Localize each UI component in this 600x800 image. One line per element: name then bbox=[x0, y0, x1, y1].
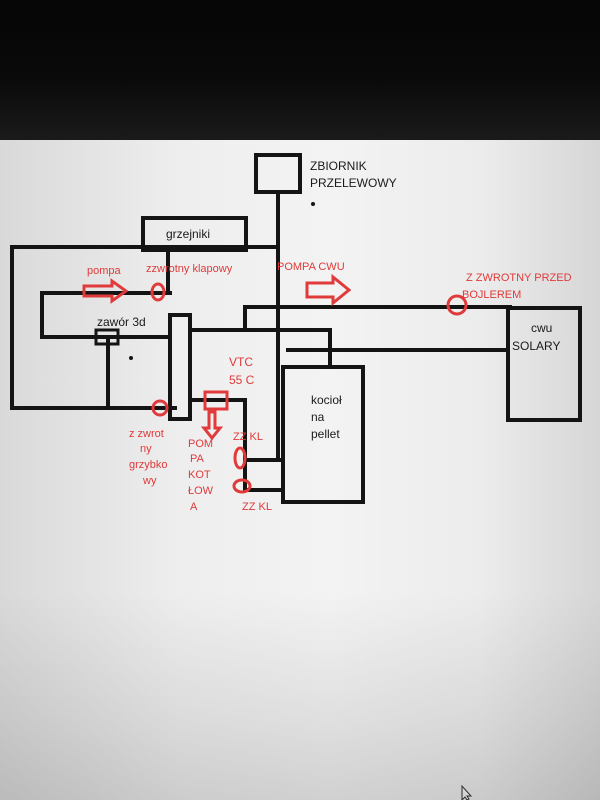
valve-3d-label: zawór 3d bbox=[97, 315, 146, 329]
dot-mark bbox=[129, 356, 133, 360]
dot-mark bbox=[311, 202, 315, 206]
boiler-label-line1: kocioł bbox=[311, 393, 342, 407]
vtc-label-line1: VTC bbox=[229, 355, 253, 369]
tank-label-line2: PRZELEWOWY bbox=[310, 176, 397, 190]
check-valve-flap-label: zzwrotny klapowy bbox=[146, 263, 233, 275]
zz-kl-bottom-label: ZZ KL bbox=[242, 501, 272, 513]
check-mushroom-label-1: ny bbox=[140, 443, 152, 455]
boiler-pump-label-2: KOT bbox=[188, 469, 211, 481]
pipe-network bbox=[10, 190, 512, 492]
check-mushroom-label-0: z zwrot bbox=[129, 428, 164, 440]
check-valve-mushroom-icon bbox=[151, 399, 169, 417]
cwu-solar-tank-box bbox=[506, 306, 582, 422]
pompa-arrow-icon bbox=[82, 278, 129, 304]
check-mushroom-label-3: wy bbox=[142, 475, 157, 487]
check-valve-zz-top-icon bbox=[233, 446, 247, 470]
check-mushroom-label-2: grzybko bbox=[129, 459, 168, 471]
pellet-boiler-box bbox=[281, 365, 365, 504]
zz-kl-top-label: ZZ KL bbox=[233, 431, 263, 443]
vtc-label-line2: 55 C bbox=[229, 373, 255, 387]
cwu-label-line2: SOLARY bbox=[512, 339, 560, 353]
check-valve-boiler-icon bbox=[446, 294, 468, 316]
radiators-label: grzejniki bbox=[166, 227, 210, 241]
manifold-box bbox=[168, 313, 192, 421]
three-way-valve-symbol bbox=[94, 328, 120, 346]
check-valve-zz-bottom-icon bbox=[232, 478, 252, 494]
pompa-label: pompa bbox=[87, 265, 122, 277]
boiler-pump-square-icon bbox=[203, 390, 229, 411]
boiler-label-line2: na bbox=[311, 410, 325, 424]
drawing-canvas bbox=[0, 140, 600, 800]
pompa-cwu-label: POMPA CWU bbox=[277, 261, 345, 273]
boiler-pump-label-4: A bbox=[190, 501, 198, 513]
tank-label-line1: ZBIORNIK bbox=[310, 159, 367, 173]
boiler-label-line3: pellet bbox=[311, 427, 340, 441]
boiler-pump-label-0: POM bbox=[188, 438, 213, 450]
overflow-tank bbox=[254, 153, 302, 194]
mouse-pointer-icon bbox=[461, 784, 473, 800]
check-before-boiler-label-line1: Z ZWROTNY PRZED bbox=[466, 272, 572, 284]
radiators-box bbox=[141, 216, 248, 252]
red-annotations: pompa zzwrotny klapowy POMPA CWU Z ZWROT… bbox=[82, 261, 572, 513]
pompa-cwu-arrow-icon bbox=[305, 273, 352, 307]
check-valve-flap-icon bbox=[150, 282, 166, 302]
boiler-pump-label-3: ŁOW bbox=[188, 485, 214, 497]
check-before-boiler-label-line2: BOJLEREM bbox=[462, 289, 521, 301]
boiler-pump-label-1: PA bbox=[190, 453, 205, 465]
boiler-pump-arrow-icon bbox=[200, 410, 224, 441]
cwu-label-line1: cwu bbox=[531, 321, 552, 335]
